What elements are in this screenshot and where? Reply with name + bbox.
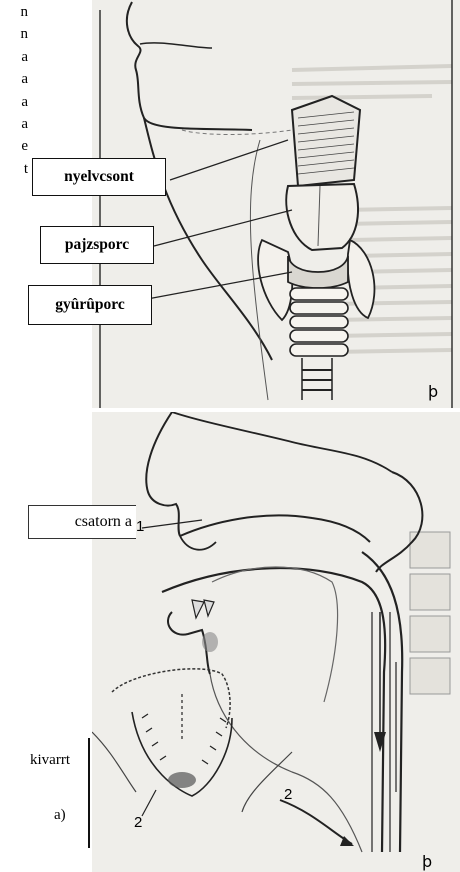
larynx-illustration: þ [92,0,460,408]
label-canal-text: csatorn a [75,513,132,531]
text-fragment: a [0,94,28,116]
text-fragment: n [0,4,28,26]
label-cricoid-cartilage: gyûrûporc [28,285,152,325]
text-fragment-paren: a) [54,808,66,823]
text-fragment: e [0,138,28,160]
pharynx-drawing [92,412,460,872]
text-fragment: a [0,71,28,93]
pharynx-illustration: 1 2 2 þ [92,412,460,872]
larynx-drawing [92,0,460,408]
label-thyroid-cartilage: pajzsporc [40,226,154,264]
text-fragment: a [0,116,28,138]
text-fragment-kivarrt: kivarrt [30,753,70,768]
callout-number: 1 [136,518,144,535]
text-fragment: t [0,161,28,183]
text-fragment: a [0,49,28,71]
left-text-line-endings: n n a a a a e t [0,4,28,183]
bracket-line [88,738,90,848]
callout-number: 2 [134,814,142,831]
label-hyoid: nyelvcsont [32,158,166,196]
publisher-logo: þ [422,852,432,871]
publisher-logo: þ [428,382,438,401]
label-canal: csatorn a [28,505,136,539]
text-fragment: n [0,26,28,48]
callout-number: 2 [284,786,292,803]
